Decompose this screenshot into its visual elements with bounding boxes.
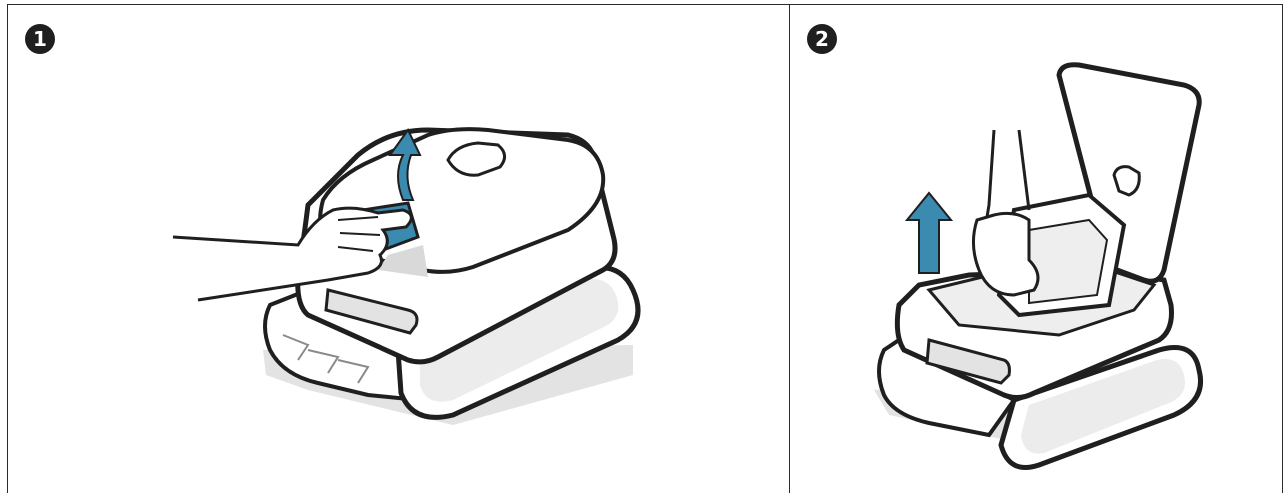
filter-basket-inner — [1029, 220, 1107, 303]
robot-illustration — [8, 5, 791, 494]
step-panel-2: 2 — [789, 4, 1283, 493]
robot-illustration — [789, 5, 1283, 494]
lid-handle — [1114, 167, 1139, 195]
step-panel-1: 1 — [7, 4, 790, 493]
lift-arrow — [907, 193, 951, 273]
